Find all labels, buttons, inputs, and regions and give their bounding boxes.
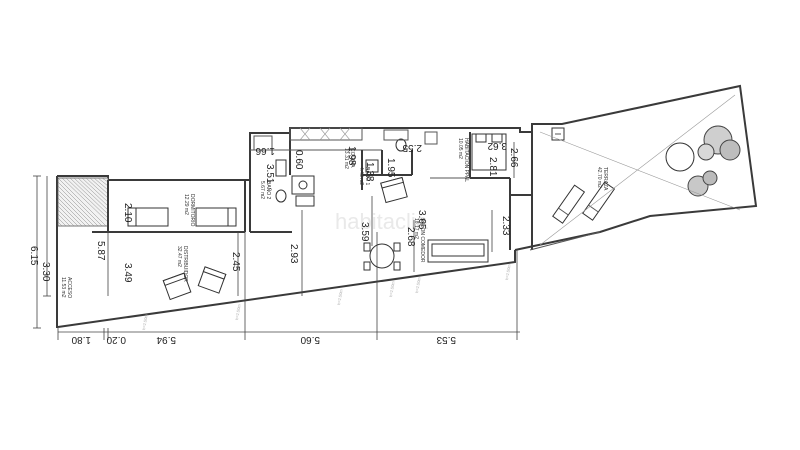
dim-560: 5.60 xyxy=(300,334,320,345)
dim-330: 3.30 xyxy=(40,262,51,282)
toilet-bano2 xyxy=(275,159,287,177)
dim-060: 0.60 xyxy=(293,150,304,170)
hatch-line xyxy=(57,177,107,227)
level-mark: h=2.50m xyxy=(234,303,242,320)
hatch-line xyxy=(57,181,103,227)
hatch-line xyxy=(81,177,109,203)
dim-268: 2.68 xyxy=(405,227,416,247)
level-mark: h=2.50m xyxy=(141,313,149,330)
distribuidor-area: 32.47 m2 xyxy=(176,246,182,267)
hatch-line xyxy=(57,197,87,227)
bano2-area: 5.67 m2 xyxy=(259,181,265,199)
habitacion-area: 10.05 m2 xyxy=(457,138,463,159)
dining-table xyxy=(369,243,395,269)
terraza-area: 42.70 m2 xyxy=(596,167,602,188)
dim-180: 1.80 xyxy=(71,334,91,345)
dim-349: 3.49 xyxy=(122,263,133,283)
bano1-name: BAÑO 1 xyxy=(364,167,371,186)
dim-594: 5.94 xyxy=(156,334,176,345)
cocina-name: COCINA xyxy=(349,148,355,168)
dim-587: 5.87 xyxy=(95,241,106,261)
outer-walls xyxy=(56,84,758,328)
dim-245: 2.45 xyxy=(230,252,241,272)
hatch-line xyxy=(57,189,95,227)
shower-bano1 xyxy=(365,159,379,173)
dimension-lines xyxy=(33,142,520,340)
planter-hatch xyxy=(57,177,109,227)
hatch-line xyxy=(57,217,67,227)
dim-293: 2.93 xyxy=(288,244,299,264)
dim-166: 1.66 xyxy=(255,145,275,156)
hatch-line xyxy=(65,177,109,219)
dimension-labels: 6.15 3.30 5.87 1.80 0.20 5.94 5.60 5.53 … xyxy=(28,140,519,345)
habitacion-name: HABITACION PPAL xyxy=(463,138,469,182)
dim-233: 2.33 xyxy=(500,216,511,236)
dim-615: 6.15 xyxy=(28,246,39,266)
hatch-line xyxy=(93,177,109,191)
acceso-name: ACCESO xyxy=(66,277,72,298)
level-marks: h=2.50m h=2.50m h=2.50m h=2.50m h=2.50m … xyxy=(141,263,512,330)
hatch-line xyxy=(57,193,91,227)
cocina-area: 13.31 m2 xyxy=(343,148,349,169)
hatch-line xyxy=(61,177,109,223)
hatch-line xyxy=(57,209,75,227)
furniture xyxy=(127,125,741,301)
dim-533: 5.53 xyxy=(436,334,456,345)
sink-bano2 xyxy=(275,189,287,203)
acceso-area: 11.53 m2 xyxy=(60,277,66,298)
hatch-line xyxy=(57,201,83,227)
terraza-name: TERRAZA xyxy=(602,167,608,191)
watermark: habitaclia xyxy=(335,209,429,234)
salon-area: 18.17 m2 xyxy=(413,218,419,239)
dim-255: 2.55 xyxy=(402,142,422,153)
terrace-table xyxy=(665,142,695,172)
dim-351: 3.51 xyxy=(264,164,275,184)
terrace-diagonals xyxy=(539,94,741,246)
level-mark: h=2.50m xyxy=(388,280,396,297)
hatch-line xyxy=(57,205,79,227)
dim-195: 1.95 xyxy=(385,158,396,178)
room-labels: 11.53 m2 ACCESO 32.47 m2 DISTRIBUIDOR 12… xyxy=(60,138,608,298)
dim-266: 2.66 xyxy=(508,148,519,168)
dim-020: 0.20 xyxy=(106,334,126,345)
hatch-line xyxy=(89,177,109,195)
distribuidor-name: DISTRIBUIDOR xyxy=(182,246,188,282)
dim-359: 3.59 xyxy=(359,222,370,242)
level-mark: h=2.50m xyxy=(414,276,422,293)
hatch-line xyxy=(97,177,109,187)
dim-362: 3.62 xyxy=(487,140,507,151)
dim-210: 2.10 xyxy=(122,203,133,223)
dormitorio-name: DORMITORIO xyxy=(189,194,195,227)
bano1-area: 4.43 m2 xyxy=(358,167,364,185)
hatch-line xyxy=(57,221,63,227)
dim-138: 1.38 xyxy=(364,162,375,182)
salon-name: SALON COMEDOR xyxy=(419,218,425,263)
dim-198: 1.98 xyxy=(346,146,357,166)
hatch-line xyxy=(57,213,71,227)
dim-365: 3.65 xyxy=(416,210,427,230)
hatch-line xyxy=(77,177,109,207)
hatch-line xyxy=(69,177,109,215)
dormitorio-area: 12.29 m2 xyxy=(183,194,189,215)
plant-icon xyxy=(687,125,741,197)
level-mark: h=2.50m xyxy=(504,263,512,280)
hatch-line xyxy=(57,185,99,227)
level-mark: h=2.50m xyxy=(336,288,344,305)
bano2-name: BAÑO 2 xyxy=(265,181,272,200)
hatch-line xyxy=(73,177,109,211)
dim-281: 2.81 xyxy=(487,157,498,177)
hatch-line xyxy=(85,177,109,199)
